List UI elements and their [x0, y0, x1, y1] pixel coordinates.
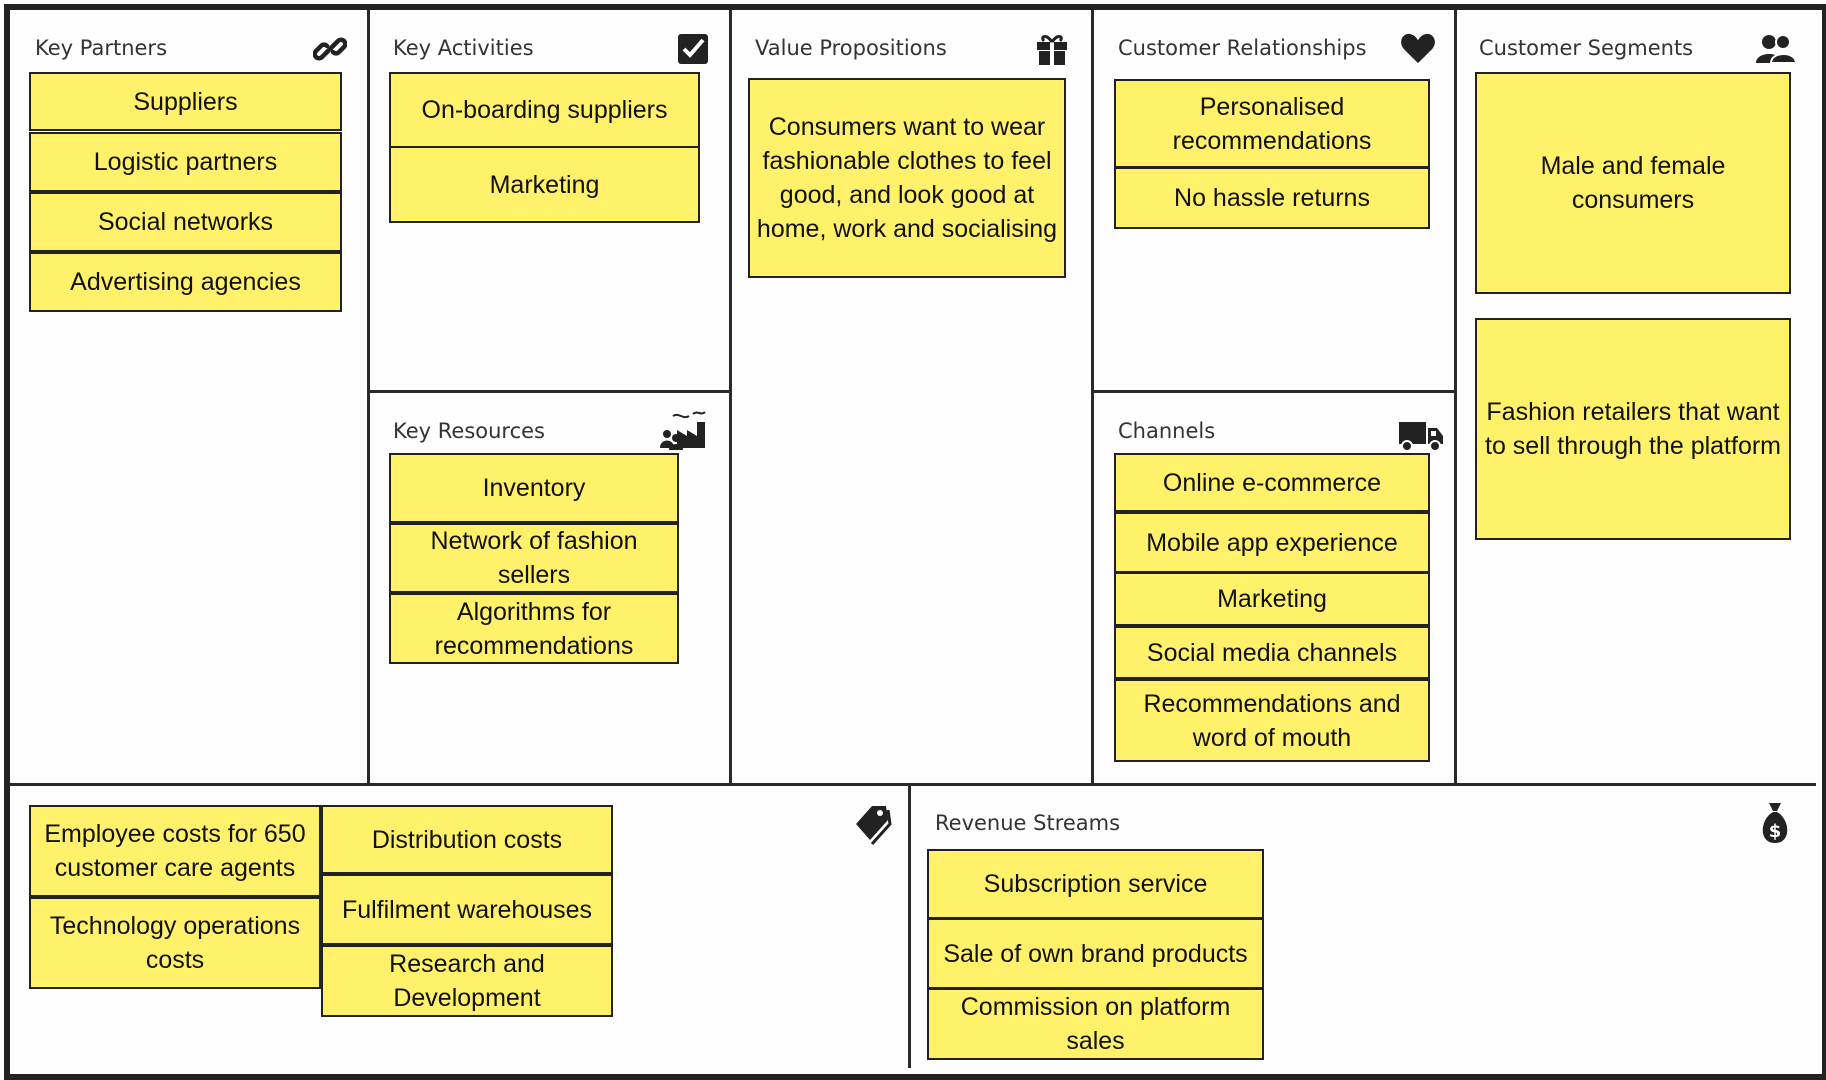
channels-sticky-note[interactable]: Recommendations and word of mouth [1114, 679, 1430, 762]
key-partners-sticky-note[interactable]: Logistic partners [29, 132, 342, 192]
key-activities-title: Key Activities [393, 36, 534, 60]
customer-segments-sticky-note[interactable]: Fashion retailers that want to sell thro… [1475, 318, 1791, 540]
cost-structure-sticky-note[interactable]: Fulfilment warehouses [321, 874, 613, 945]
channels-sticky-note[interactable]: Social media channels [1114, 626, 1430, 679]
channels-sticky-note[interactable]: Mobile app experience [1114, 512, 1430, 573]
divider [729, 10, 732, 785]
cost-structure-sticky-note[interactable]: Distribution costs [321, 805, 613, 874]
key-resources-sticky-note[interactable]: Network of fashion sellers [389, 523, 679, 593]
customer-relationships-sticky-note[interactable]: Personalised recommendations [1114, 79, 1430, 168]
value-propositions-title: Value Propositions [755, 36, 947, 60]
divider [908, 784, 911, 1068]
key-partners-title: Key Partners [35, 36, 168, 60]
key-partners-sticky-note[interactable]: Suppliers [29, 72, 342, 131]
customer-segments-title: Customer Segments [1479, 36, 1694, 60]
value-propositions-sticky-note[interactable]: Consumers want to wear fashionable cloth… [748, 78, 1066, 278]
cost-structure-sticky-note[interactable]: Technology operations costs [29, 897, 321, 989]
key-activities-sticky-note[interactable]: On-boarding suppliers [389, 72, 700, 148]
tag-icon [852, 802, 892, 846]
cost-structure-sticky-note[interactable]: Employee costs for 650 customer care age… [29, 805, 321, 897]
link-icon [312, 31, 348, 67]
divider [1092, 390, 1455, 393]
channels-sticky-note[interactable]: Marketing [1114, 572, 1430, 626]
revenue-streams-title: Revenue Streams [935, 811, 1121, 835]
divider [368, 390, 730, 393]
key-resources-sticky-note[interactable]: Inventory [389, 453, 679, 523]
customer-segments-sticky-note[interactable]: Male and female consumers [1475, 72, 1791, 294]
key-partners-sticky-note[interactable]: Advertising agencies [29, 252, 342, 312]
cost-structure-sticky-note[interactable]: Research and Development [321, 945, 613, 1017]
svg-text:$: $ [1769, 821, 1782, 842]
divider [10, 783, 1816, 786]
divider [367, 10, 370, 785]
divider [1454, 10, 1457, 785]
gift-icon [1034, 31, 1070, 67]
key-activities-sticky-note[interactable]: Marketing [389, 146, 700, 223]
key-resources-sticky-note[interactable]: Algorithms for recommendations [389, 593, 679, 664]
users-icon [1755, 31, 1797, 67]
revenue-streams-sticky-note[interactable]: Subscription service [927, 849, 1264, 919]
channels-sticky-note[interactable]: Online e-commerce [1114, 453, 1430, 512]
key-partners-sticky-note[interactable]: Social networks [29, 192, 342, 252]
customer-relationships-title: Customer Relationships [1118, 36, 1367, 60]
factory-icon [656, 411, 712, 450]
heart-icon [1400, 30, 1436, 66]
checkbox-icon [675, 31, 711, 67]
channels-title: Channels [1118, 419, 1216, 443]
divider [1091, 10, 1094, 785]
revenue-streams-sticky-note[interactable]: Sale of own brand products [927, 918, 1264, 989]
truck-icon [1398, 418, 1444, 454]
money-bag-icon: $ [1757, 801, 1793, 845]
revenue-streams-sticky-note[interactable]: Commission on platform sales [927, 988, 1264, 1060]
key-resources-title: Key Resources [393, 419, 545, 443]
customer-relationships-sticky-note[interactable]: No hassle returns [1114, 167, 1430, 229]
